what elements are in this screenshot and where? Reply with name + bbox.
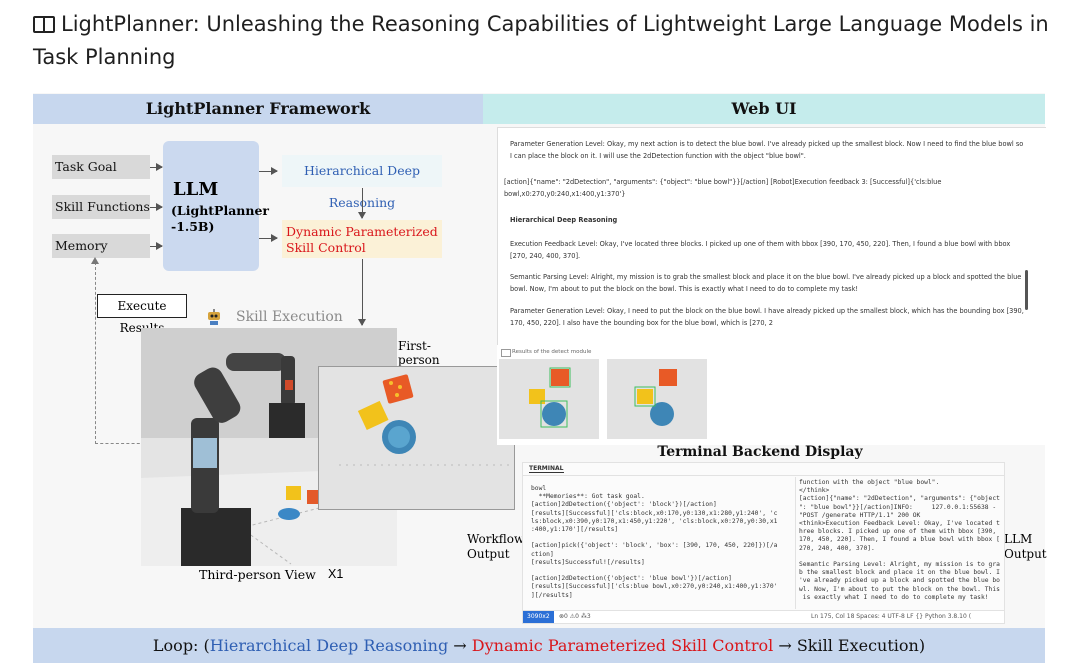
loop-prefix: Loop: (: [152, 636, 210, 655]
detect-label: Results of the detect module: [512, 349, 592, 355]
terminal-line: </think>: [799, 487, 830, 495]
webui-panel: Parameter Generation Level: Okay, my nex…: [497, 127, 1046, 345]
loop-step-hierarchical: Hierarchical Deep Reasoning: [209, 636, 449, 655]
terminal-line: Semantic Parsing Level: Alright, my miss…: [799, 561, 1000, 569]
terminal-right-output: function with the object "blue bowl".</t…: [799, 479, 1003, 602]
terminal-line: :400,y1:170'][/results]: [531, 526, 619, 534]
detect-result-image-1[interactable]: [499, 359, 599, 439]
terminal-line: [results][Successful]['cls:blue bowl,x0:…: [531, 583, 778, 591]
hierarchical-reasoning-box: Hierarchical Deep Reasoning: [282, 155, 442, 210]
terminal-tabbar: TERMINAL: [523, 463, 1004, 476]
terminal-line: [531, 567, 793, 575]
workflow-output-label: Workflow Output: [467, 532, 525, 561]
llm-output-label: LLM Output: [1004, 532, 1047, 561]
terminal-line: bowl: [531, 485, 547, 492]
terminal-line: [results]Successful![/results]: [531, 558, 645, 566]
speed-label: X1: [328, 567, 344, 581]
terminal-line: [results][Successful]['cls:block,x0:170,…: [531, 509, 778, 517]
image-icon: [501, 349, 511, 357]
terminal-line: 170, 450, 220]. Then, I found a blue bow…: [799, 536, 1000, 544]
llm-sub2: -1.5B): [171, 219, 215, 234]
webui-paragraph-1: Parameter Generation Level: Okay, my nex…: [510, 140, 1024, 160]
llm-box: LLM (LightPlanner -1.5B): [163, 141, 269, 271]
arrow-up-icon: [91, 257, 99, 264]
terminal-line: [action]{"name": "2dDetection", "argumen…: [799, 495, 1000, 503]
terminal-line: hree blocks. I picked up one of them wit…: [799, 528, 997, 536]
terminal-line: ls:block,x0:390,y0:170,x1:450,y1:220', '…: [531, 517, 778, 525]
terminal-line: [531, 534, 793, 542]
arrow: [259, 167, 278, 175]
terminal-line: [799, 553, 1003, 561]
llm-title: LLM: [173, 179, 219, 200]
terminal-line: [action]2dDetection({'object': 'blue bow…: [531, 575, 732, 583]
third-person-label: Third-person View: [199, 567, 316, 582]
arrow: [150, 242, 163, 250]
arrow: [358, 188, 366, 219]
dynamic-line2: Skill Control: [286, 240, 366, 255]
detect-results-panel: Results of the detect module: [497, 345, 1045, 445]
remote-indicator[interactable]: 3090x2: [523, 611, 554, 623]
execute-results-label: Execute Results: [97, 294, 187, 335]
page-title: LightPlanner: Unleashing the Reasoning C…: [33, 12, 1049, 69]
feedback-dash-horizontal: [95, 443, 145, 444]
webui-section-title: Hierarchical Deep Reasoning: [510, 216, 618, 224]
book-icon: [33, 16, 55, 33]
status-bar: 3090x2 ⊗0 ⚠0 ⁂3 Ln 175, Col 18 Spaces: 4…: [523, 610, 1004, 623]
terminal-line: 270, 240, 400, 370].: [799, 544, 875, 552]
problems-indicator[interactable]: ⊗0 ⚠0 ⁂3: [559, 613, 591, 620]
terminal-line: wl. Now, I'm about to put the block on t…: [799, 585, 1000, 593]
loop-step-execution: Skill Execution): [796, 636, 926, 655]
loop-arrow: →: [773, 636, 797, 655]
arrow: [150, 203, 163, 211]
status-right[interactable]: Ln 175, Col 18 Spaces: 4 UTF-8 LF {} Pyt…: [811, 613, 972, 620]
terminal-line: ][/results]: [531, 591, 573, 599]
llm-sub1: (LightPlanner: [171, 203, 270, 218]
terminal-line: [action]2dDetection({'object': 'block'})…: [531, 501, 717, 509]
detect-result-image-2[interactable]: [607, 359, 707, 439]
input-memory: Memory: [52, 234, 150, 258]
webui-paragraph-5: Parameter Generation Level: Okay, I need…: [510, 307, 1024, 327]
terminal-left-output: bowl **Memories**: Got task goal.[action…: [531, 485, 793, 600]
tab-terminal[interactable]: TERMINAL: [529, 465, 564, 473]
loop-bar: Loop: (Hierarchical Deep Reasoning → Dyn…: [33, 628, 1045, 663]
terminal-line: [action]pick({'object': 'block', 'box': …: [531, 542, 778, 550]
webui-paragraph-3: Execution Feedback Level: Okay, I've loc…: [510, 240, 1011, 260]
arrow: [259, 234, 278, 242]
robot-icon: [205, 308, 223, 326]
input-task-goal: Task Goal: [52, 155, 150, 179]
terminal-line: **Memories**: Got task goal.: [531, 493, 645, 501]
dynamic-skill-control-box: Dynamic Parameterized Skill Control: [282, 220, 442, 258]
webui-header: Web UI: [483, 94, 1045, 124]
terminal-line: ": "blue bowl"}}[/action]INFO: 127.0.0.1…: [799, 503, 997, 511]
feedback-dash-vertical: [95, 262, 96, 444]
dynamic-line1: Dynamic Parameterized: [286, 224, 438, 239]
arrow: [150, 163, 163, 171]
first-person-view: [318, 366, 515, 510]
loop-arrow: →: [448, 636, 472, 655]
terminal-line: "POST /generate HTTP/1.1" 200 OK: [799, 511, 921, 519]
terminal-line: 've already picked up a block and spotte…: [799, 577, 1000, 585]
terminal-line: <think>Execution Feedback Level: Okay, I…: [799, 520, 1000, 528]
scrollbar-thumb[interactable]: [1025, 270, 1028, 310]
webui-paragraph-2: [action]{"name": "2dDetection", "argumen…: [504, 178, 942, 198]
terminal-line: function with the object "blue bowl".: [799, 479, 940, 486]
terminal-window: TERMINAL bowl **Memories**: Got task goa…: [522, 462, 1005, 624]
arrow: [358, 259, 366, 326]
terminal-header: Terminal Backend Display: [657, 444, 863, 460]
input-skill-functions: Skill Functions: [52, 195, 150, 219]
terminal-divider[interactable]: [795, 477, 796, 609]
terminal-line: b the smallest block and place it on the…: [799, 569, 1000, 577]
webui-paragraph-4: Semantic Parsing Level: Alright, my miss…: [510, 273, 1022, 293]
terminal-line: is exactly what I need to do to complete…: [799, 593, 989, 601]
terminal-line: ction]: [531, 550, 554, 558]
loop-step-dynamic: Dynamic Parameterized Skill Control: [471, 636, 774, 655]
framework-header: LightPlanner Framework: [33, 94, 483, 124]
skill-execution-label: Skill Execution: [236, 309, 343, 325]
